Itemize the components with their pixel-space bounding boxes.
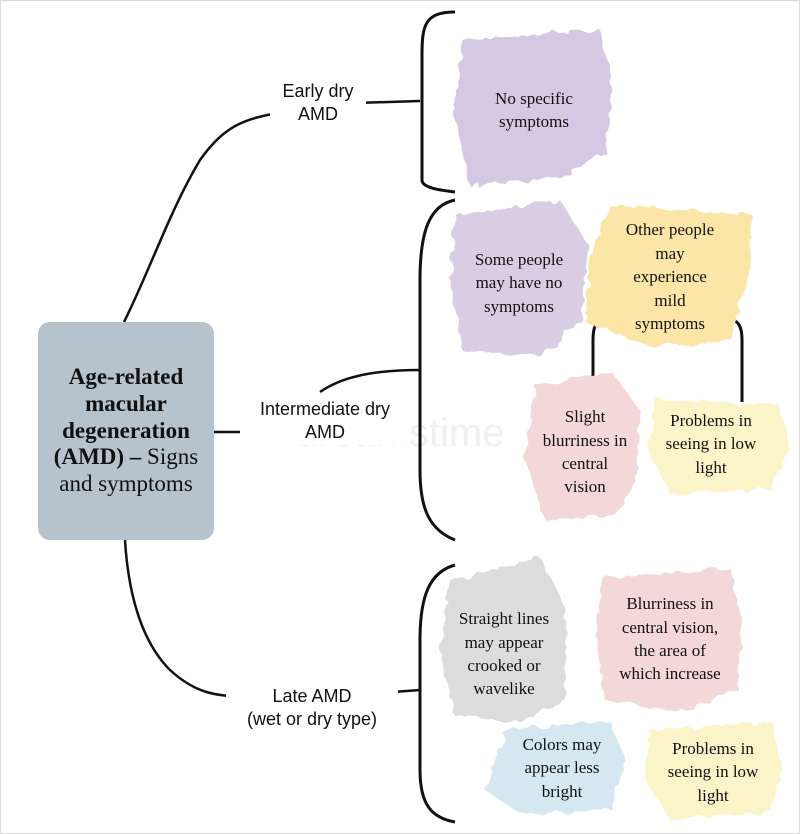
- note-blurriness-central-vision: Blurriness in central vision, the area o…: [619, 594, 721, 684]
- note-blob-early-1: [455, 30, 612, 186]
- note-slight-blurriness: Slight blurriness in central vision: [542, 407, 628, 497]
- note-blob-late-2: [596, 568, 742, 712]
- note-blob-int-1: [450, 200, 588, 356]
- stage-label-early: Early dry AMD: [270, 80, 366, 127]
- connector-early: [122, 110, 286, 323]
- note-low-light-late: Problems in seeing in low light: [667, 738, 759, 805]
- brace-intermediate: [418, 198, 456, 542]
- note-blob-late-1: [440, 558, 566, 722]
- note-some-people-no-symptoms: Some people may have no symptoms: [474, 249, 564, 316]
- central-topic-subtitle: Signs and symptoms: [59, 444, 199, 497]
- note-colors-less-bright: Colors may appear less bright: [522, 734, 602, 801]
- note-blob-int-3: [525, 372, 640, 520]
- connector-late: [123, 539, 246, 699]
- connector-intermediate-branch: [319, 368, 421, 394]
- note-straight-lines-crooked: Straight lines may appear crooked or wav…: [458, 609, 550, 699]
- note-other-people-mild-symptoms: Other people may experience mild symptom…: [625, 220, 715, 334]
- central-topic-title: Age-related macular degeneration (AMD) –: [53, 363, 190, 470]
- note-blob-int-4: [648, 400, 790, 494]
- note-no-specific-symptoms: No specific symptoms: [495, 88, 573, 131]
- brace-late: [418, 563, 456, 824]
- stage-label-intermediate: Intermediate dry AMD: [240, 398, 410, 445]
- note-blob-late-4: [645, 722, 782, 820]
- note-blob-late-3: [485, 720, 625, 814]
- central-topic-box: Age-related macular degeneration (AMD) –…: [38, 322, 214, 540]
- note-blob-int-2: [585, 205, 752, 346]
- note-low-light-intermediate: Problems in seeing in low light: [665, 410, 757, 477]
- stage-label-late: Late AMD (wet or dry type): [226, 685, 398, 732]
- brace-early: [420, 10, 456, 194]
